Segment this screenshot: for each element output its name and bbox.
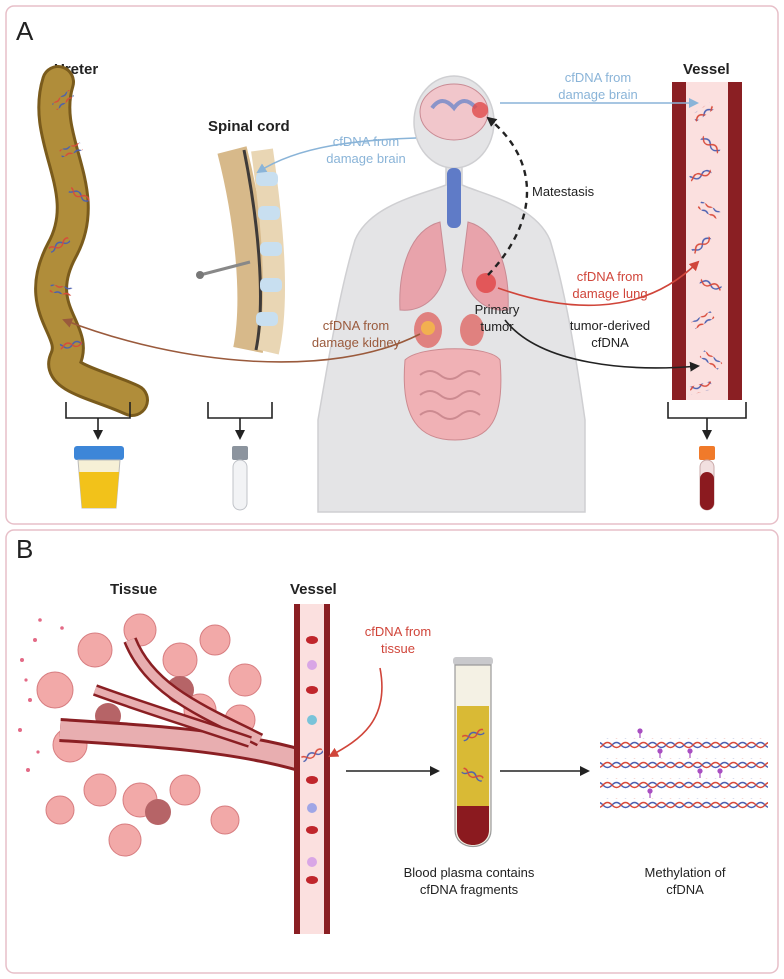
bracket-urine [65,402,131,440]
methylated-dna-strands [600,728,768,810]
panel-a-letter: A [16,16,34,46]
csf-tube [232,446,248,511]
vessel-b-blood-cells [300,636,324,884]
label-tumor-derived-line1: tumor-derived [570,318,650,333]
urine-cup [74,446,124,509]
vessel-b-lumen [300,604,324,934]
vessel-b-title: Vessel [290,581,337,598]
human-body [317,75,586,513]
label-metastasis: Matestasis [532,184,595,199]
label-kidney-line1: cfDNA from [323,318,389,333]
vessel-a-title: Vessel [683,61,730,78]
label-brain-vessel-line1: cfDNA from [565,70,631,85]
caption-plasma-line2: cfDNA fragments [420,882,519,897]
caption-methylation-line1: Methylation of [645,865,726,880]
bracket-blood [667,402,747,440]
label-tumor-derived-line2: cfDNA [591,335,629,350]
blood-tube [699,446,715,511]
label-lung-line1: cfDNA from [577,269,643,284]
capillary-network [59,637,304,772]
panel-b-letter: B [16,534,33,564]
arrow-tumor-to-vessel [504,319,700,372]
spinal-cord-illustration [196,146,285,355]
label-primary-tumor-line2: tumor [480,319,514,334]
label-brain-spine-line2: damage brain [326,151,406,166]
arrow-brain-to-spine [256,137,417,174]
label-lung-line2: damage lung [572,286,647,301]
bracket-csf [207,402,273,440]
tissue-debris-dots [18,618,64,772]
caption-methylation-line2: cfDNA [666,882,704,897]
arrow-kidney-to-ureter [62,318,421,363]
arrow-metastasis [486,116,529,276]
label-from-tissue-line2: tissue [381,641,415,656]
label-brain-spine-line1: cfDNA from [333,134,399,149]
arrow-lung-to-vessel [497,260,700,307]
spinal-cord-title: Spinal cord [208,118,290,135]
vessel-a-dna-fragments [689,102,723,395]
plasma-tube [453,657,493,847]
tissue-title: Tissue [110,581,157,598]
ureter-dna-fragments [47,89,91,350]
label-from-tissue-line1: cfDNA from [365,624,431,639]
caption-plasma-line1: Blood plasma contains [404,865,535,880]
label-brain-vessel-line2: damage brain [558,87,638,102]
arrow-tissue-to-vessel [328,667,383,757]
panel-b-frame [5,529,779,974]
label-primary-tumor-line1: Primary [475,302,520,317]
label-kidney-line2: damage kidney [312,335,401,350]
